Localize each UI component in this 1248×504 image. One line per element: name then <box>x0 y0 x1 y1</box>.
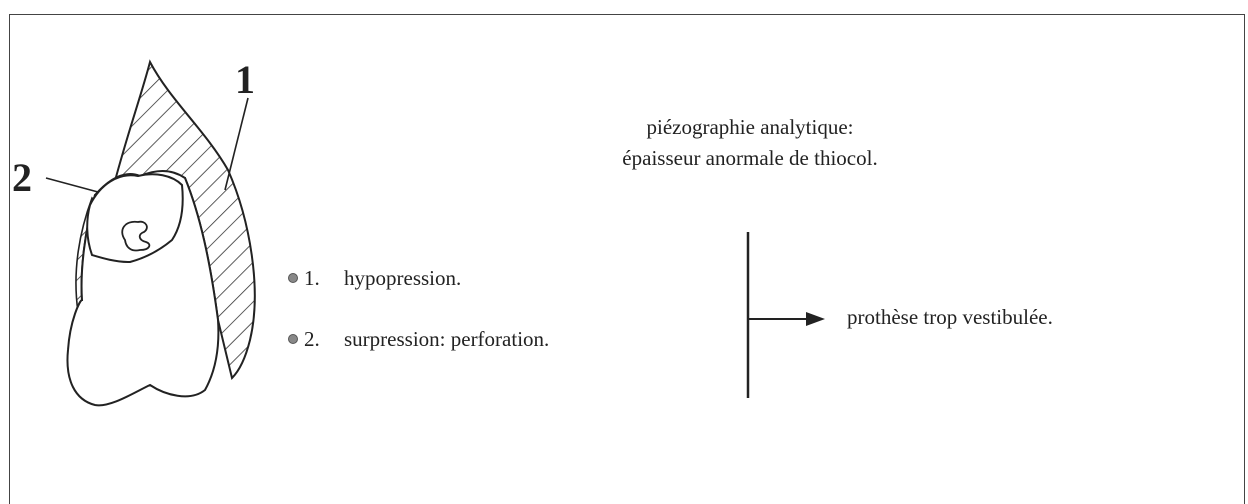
leader-line-2 <box>46 178 98 192</box>
conclusion-text: prothèse trop vestibulée. <box>847 305 1053 330</box>
bullet-icon <box>288 273 298 283</box>
item-number: 1. <box>304 266 344 291</box>
item-text: surpression: perforation. <box>344 327 549 351</box>
heading: piézographie analytique: épaisseur anorm… <box>520 112 980 174</box>
list-item: 2.surpression: perforation. <box>288 327 549 352</box>
heading-line-2: épaisseur anormale de thiocol. <box>520 143 980 174</box>
arrow-head <box>806 312 825 326</box>
label-1: 1 <box>235 60 255 100</box>
item-text: hypopression. <box>344 266 461 290</box>
bullet-icon <box>288 334 298 344</box>
list-item: 1.hypopression. <box>288 266 461 291</box>
tooth-drawing <box>0 0 1248 491</box>
label-2: 2 <box>12 158 32 198</box>
heading-line-1: piézographie analytique: <box>520 112 980 143</box>
leader-line-1 <box>225 98 248 190</box>
item-number: 2. <box>304 327 344 352</box>
